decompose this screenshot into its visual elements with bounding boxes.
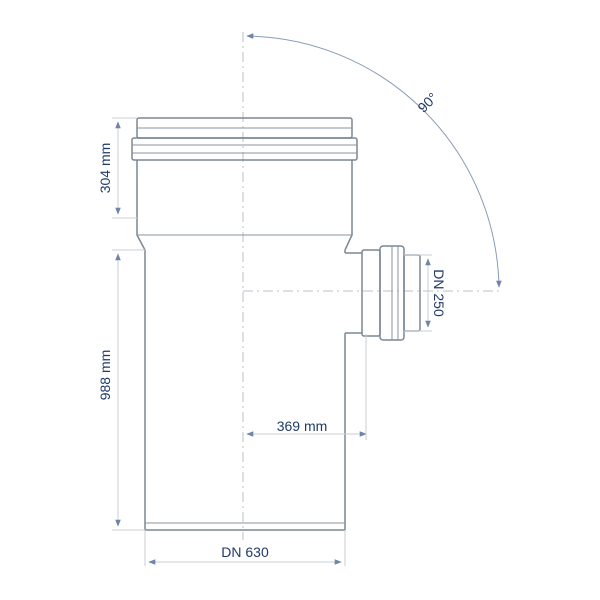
branch-diameter-label: DN 250 (431, 269, 447, 317)
branch-diameter-dimension: DN 250 (404, 254, 447, 332)
branch-offset-label: 369 mm (277, 418, 328, 434)
main-body (144, 250, 346, 531)
main-diameter-dimension: DN 630 (144, 530, 346, 566)
top-socket (131, 117, 358, 251)
branch-outlet (345, 245, 421, 341)
socket-length-label: 304 mm (97, 143, 113, 194)
main-diameter-label: DN 630 (221, 544, 269, 560)
branch-offset-dimension: 369 mm (246, 334, 367, 440)
body-length-dimension: 988 mm (97, 249, 145, 531)
socket-length-dimension: 304 mm (97, 117, 137, 219)
body-length-label: 988 mm (97, 350, 113, 401)
branch-angle-label: 90° (414, 89, 440, 115)
